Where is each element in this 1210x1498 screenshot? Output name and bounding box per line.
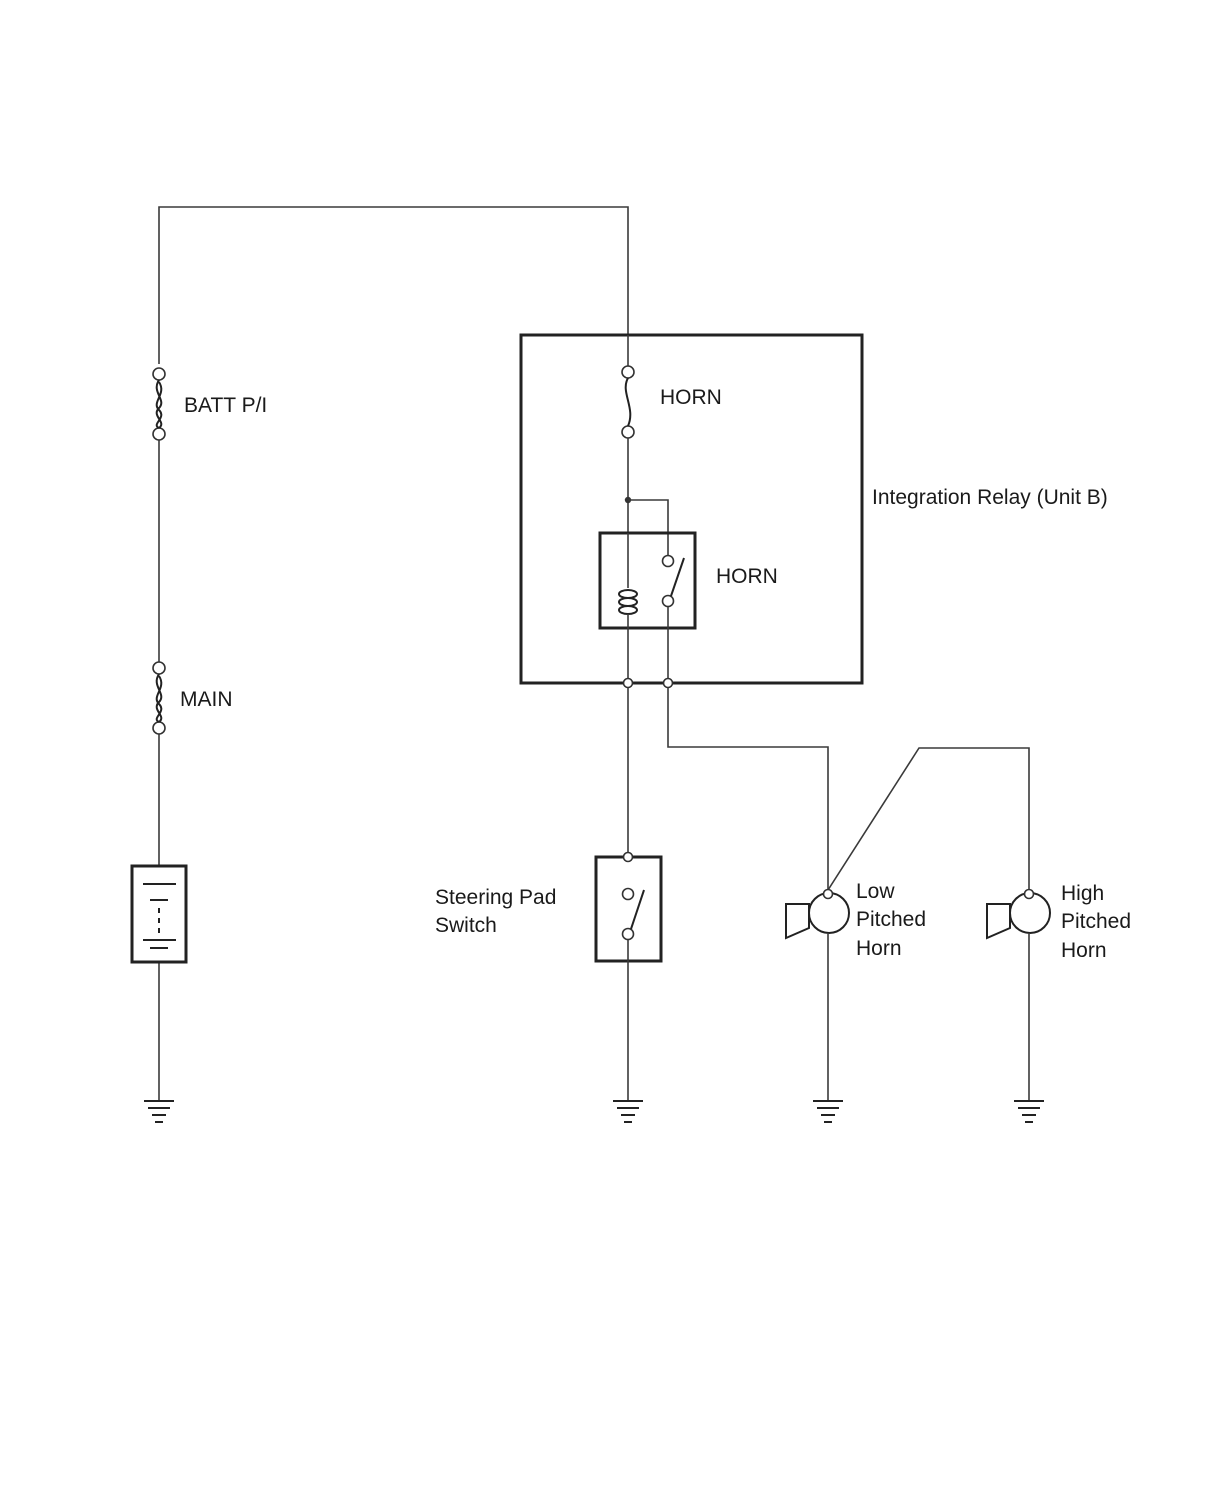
switch-icon: [661, 554, 685, 683]
main-label: MAIN: [180, 688, 233, 711]
fuse-icon: [152, 661, 166, 735]
batt-pi-fuse: BATT P/I: [152, 367, 267, 441]
relay-terminal-left: [622, 677, 634, 689]
low-horn-label-line1: Low: [856, 880, 895, 903]
high-horn-label-line2: Pitched: [1061, 910, 1131, 933]
horn-relay-label: HORN: [716, 565, 778, 588]
steering-switch-label-line1: Steering Pad: [435, 886, 556, 909]
ground-high-horn: [1014, 1100, 1044, 1123]
fuse-icon: [621, 365, 635, 439]
top-bus-wire: [158, 206, 629, 364]
ground-icon: [813, 1100, 843, 1123]
steering-switch-label-line2: Switch: [435, 914, 497, 937]
high-horn-label-line1: High: [1061, 882, 1104, 905]
steering-pad-switch: Steering Pad Switch: [435, 851, 663, 963]
ground-icon: [1014, 1100, 1044, 1123]
main-fuse: MAIN: [152, 661, 233, 735]
low-horn-label-line2: Pitched: [856, 908, 926, 931]
integration-relay-box: [519, 333, 864, 685]
ground-icon: [613, 1100, 643, 1123]
low-horn-label-line3: Horn: [856, 937, 902, 960]
ground-icon: [144, 1100, 174, 1123]
relay-coil-icon: [618, 533, 638, 683]
integration-relay-label: Integration Relay (Unit B): [872, 486, 1108, 509]
horn-relay: HORN: [598, 531, 778, 683]
battery: [130, 864, 188, 964]
switch-icon: [621, 887, 645, 961]
high-horn-label-line3: Horn: [1061, 939, 1107, 962]
fuse-icon: [152, 367, 166, 441]
low-pitched-horn: Low Pitched Horn: [785, 880, 926, 960]
relay-terminal-right: [662, 677, 674, 689]
horn-relay-box: [598, 531, 697, 630]
horn-fuse-label: HORN: [660, 386, 722, 409]
horn-icon: [785, 888, 850, 940]
horn-icon: [986, 888, 1051, 940]
ground-low-horn: [813, 1100, 843, 1123]
batt-pi-label: BATT P/I: [184, 394, 267, 417]
high-pitched-horn: High Pitched Horn: [986, 882, 1131, 962]
ground-battery: [144, 1100, 174, 1123]
horn-fuse: HORN: [621, 365, 722, 439]
battery-icon: [130, 864, 188, 964]
ground-steering-switch: [613, 1100, 643, 1123]
